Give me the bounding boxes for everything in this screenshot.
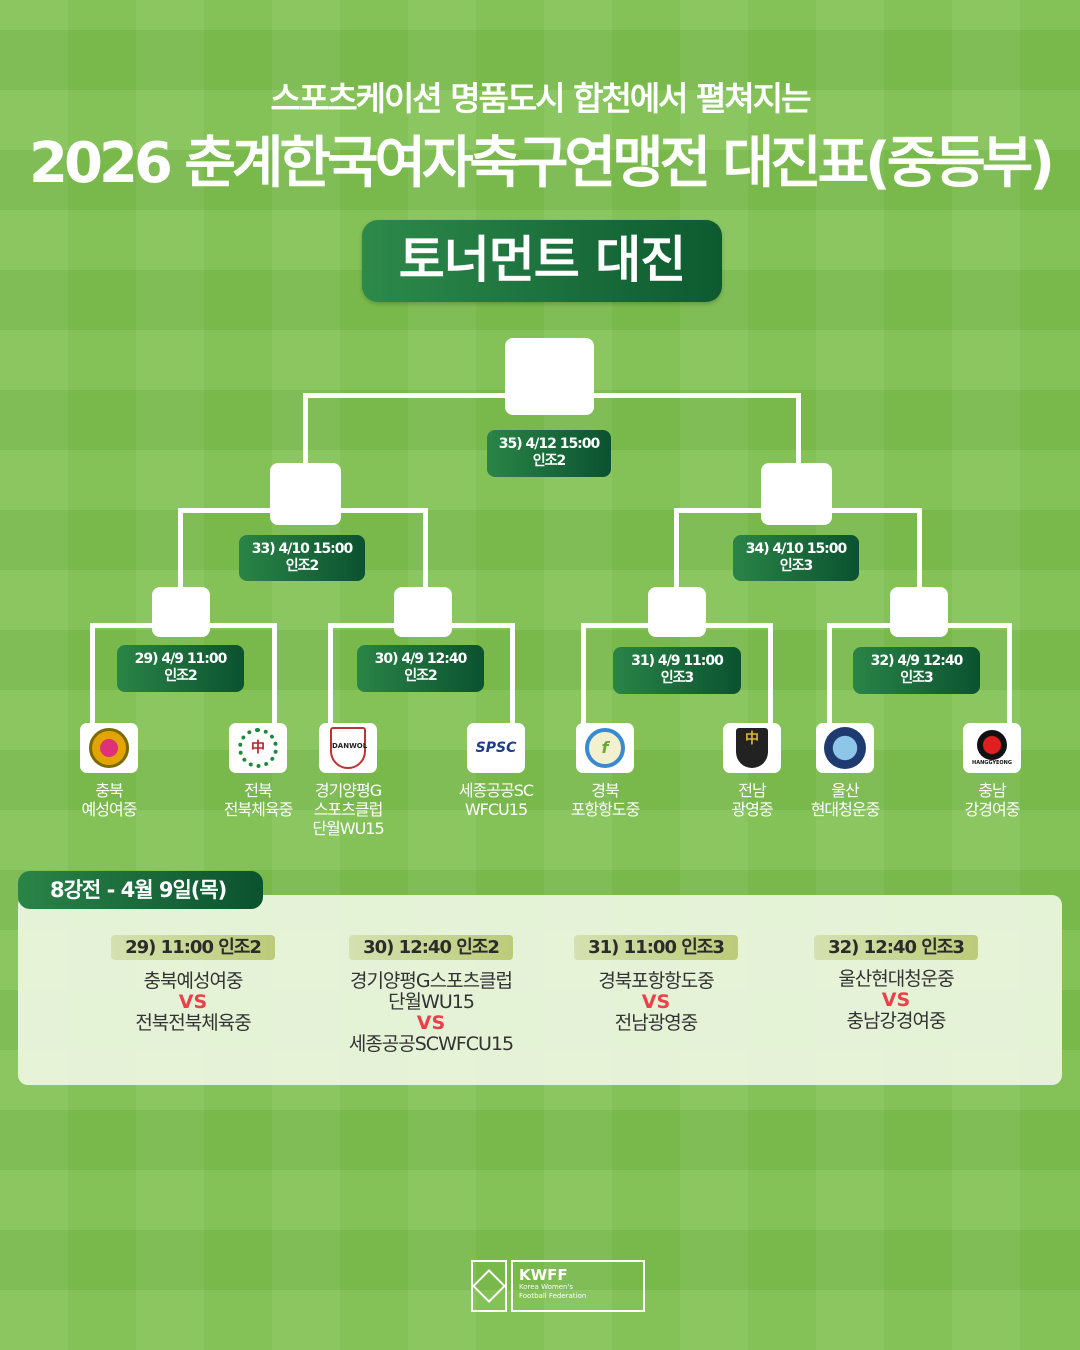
qf-winner-box [890,587,948,637]
qf-winner-box [648,587,706,637]
team-logo-ganggyeong: HANGGYEONG [963,723,1021,773]
home-team: 경북포항항도중 [598,970,714,992]
match-time: 31) 4/9 11:00 [631,653,724,669]
match-tag: 30) 12:40 인조2 [349,935,513,960]
match-card: 30) 12:40 인조2 경기양평G스포츠클럽 단월WU15 VS 세종공공S… [311,935,551,1055]
schedule-panel [18,895,1062,1085]
match-venue: 인조2 [404,668,438,684]
home-team: 충북예성여중 [143,970,244,992]
team-logo-pohang: f [576,723,634,773]
bracket-line [827,623,832,725]
bracket-line [581,623,586,725]
shield-icon: DANWOL [330,727,367,769]
kwff-logo: KWFF Korea Women's Football Federation [471,1260,645,1312]
match-card: 31) 11:00 인조3 경북포항항도중 VS 전남광영중 [536,935,776,1034]
section-title: 토너먼트 대진 [362,220,722,302]
match-tag: 31) 11:00 인조3 [574,935,738,960]
away-team: 전북전북체육중 [135,1012,251,1034]
bracket-line [328,623,333,725]
bracket-line [178,508,183,590]
team-logo-hyundai-cheongun [816,723,874,773]
bracket-line [510,623,515,725]
match-venue: 인조2 [532,453,567,469]
match-tag: 29) 11:00 인조2 [111,935,275,960]
match-venue: 인조2 [285,558,320,574]
schedule-title: 8강전 - 4월 9일(목) [18,871,263,909]
away-team: 충남강경여중 [846,1010,947,1032]
emblem-icon [824,727,866,769]
bracket-line [272,623,277,725]
team-logo-jeonbuk: 中 [229,723,287,773]
bracket-line [90,623,95,725]
bracket-line [303,393,308,465]
away-team: 전남광영중 [614,1012,698,1034]
qf-winner-box [152,587,210,637]
team-logo-yeseong [80,723,138,773]
home-team: 경기양평G스포츠클럽 [349,970,513,992]
qf-winner-box [394,587,452,637]
home-team: 울산현대청운중 [838,968,954,990]
bracket-line [1007,623,1012,725]
org-name: Football Federation [519,1292,587,1300]
match-venue: 인조3 [900,670,934,686]
lion-icon [471,1260,507,1312]
emblem-icon [89,728,129,768]
away-team: 세종공공SCWFCU15 [348,1033,514,1055]
shield-icon: 中 [736,728,768,768]
match-card: 32) 12:40 인조3 울산현대청운중 VS 충남강경여중 [776,935,1016,1032]
team-logo-gwangyeong: 中 [723,723,781,773]
subtitle: 스포츠케이션 명품도시 합천에서 펼쳐지는 [270,79,812,118]
bracket-line [423,508,428,590]
vs-label: VS [416,1012,446,1034]
match-time: 35) 4/12 15:00 [498,436,601,452]
bracket-line [917,508,922,590]
match-time: 34) 4/10 15:00 [745,541,848,557]
vs-label: VS [641,991,671,1013]
semi-winner-box [270,463,341,525]
match-tag: 32) 12:40 인조3 [814,935,978,960]
team-logo-danwol: DANWOL [319,723,377,773]
home-team-line2: 단월WU15 [388,991,475,1013]
org-name: Korea Women's [519,1283,573,1291]
bracket-line [796,393,801,465]
match-time: 33) 4/10 15:00 [251,541,354,557]
emblem-icon: HANGGYEONG [972,730,1012,766]
match-time: 32) 4/9 12:40 [870,653,964,669]
match-time: 30) 4/9 12:40 [374,651,468,667]
vs-label: VS [881,989,911,1011]
vs-label: VS [178,991,208,1013]
match-venue: 인조2 [164,668,198,684]
bracket-line [674,508,679,590]
final-winner-box [505,338,594,415]
logo-text: KWFF [519,1266,568,1284]
match-card: 29) 11:00 인조2 충북예성여중 VS 전북전북체육중 [73,935,313,1034]
match-venue: 인조3 [660,670,695,686]
bracket-line [768,623,773,725]
spsc-icon: SPSC [475,740,517,756]
emblem-icon: f [585,728,625,768]
match-time: 29) 4/9 11:00 [134,651,228,667]
semi-winner-box [761,463,832,525]
match-venue: 인조3 [779,558,814,574]
team-logo-spsc: SPSC [467,723,525,773]
wreath-icon: 中 [238,728,278,768]
page-title: 2026 춘계한국여자축구연맹전 대진표(중등부) [29,131,1055,196]
